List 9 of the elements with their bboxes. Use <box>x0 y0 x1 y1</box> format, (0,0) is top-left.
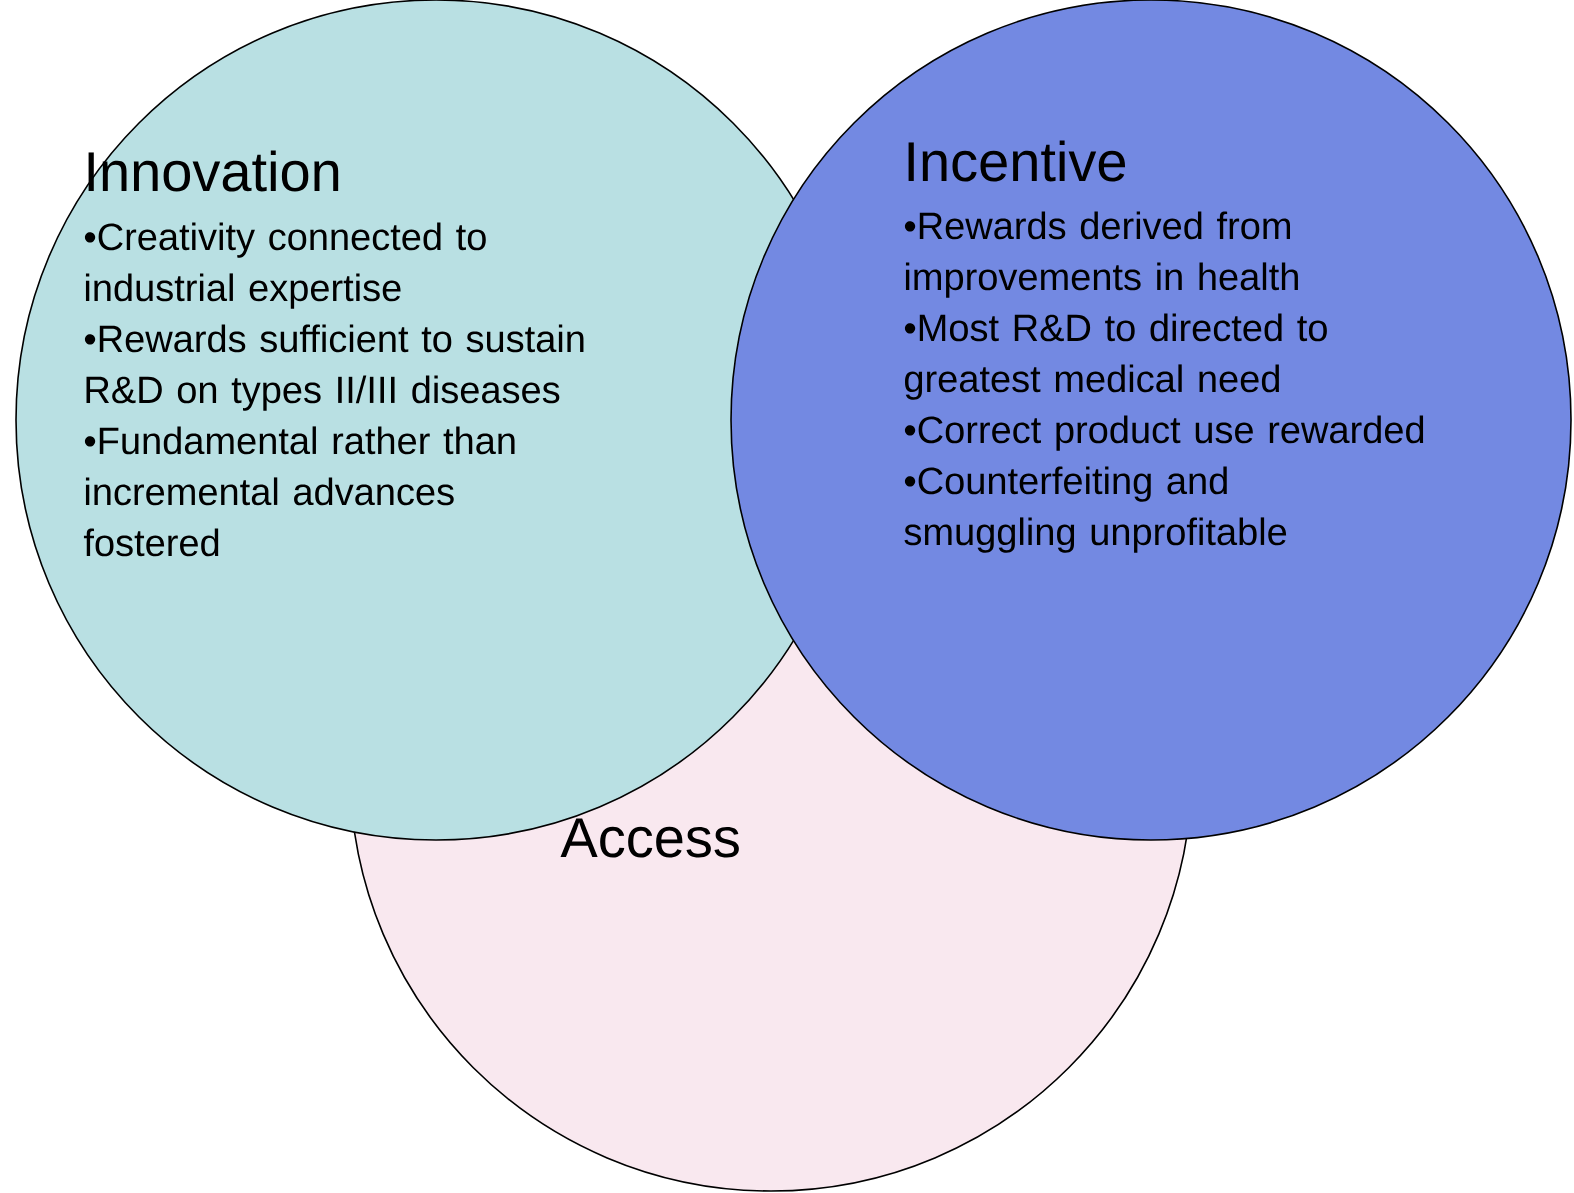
circle-heading: Incentive <box>908 140 1125 182</box>
bullet-item: •Correct product use rewarded <box>904 415 1424 451</box>
bullet-item: •Creativity connected to industrial expertise <box>84 222 486 309</box>
bullet-item: •Rewards derived from improvements in health <box>904 211 1298 298</box>
bullet-item: •Fundamental rather than incremental advances fostered <box>83 426 515 557</box>
bullet-item: •Counterfeiting and smuggling unprofitable <box>904 466 1287 553</box>
bullet-item: •Rewards sufficient to sustain R&D on types II/III diseases <box>84 324 584 411</box>
circle-heading: Access <box>560 818 739 858</box>
bullet-item: •Most R&D to directed to greatest medical need <box>904 313 1327 400</box>
